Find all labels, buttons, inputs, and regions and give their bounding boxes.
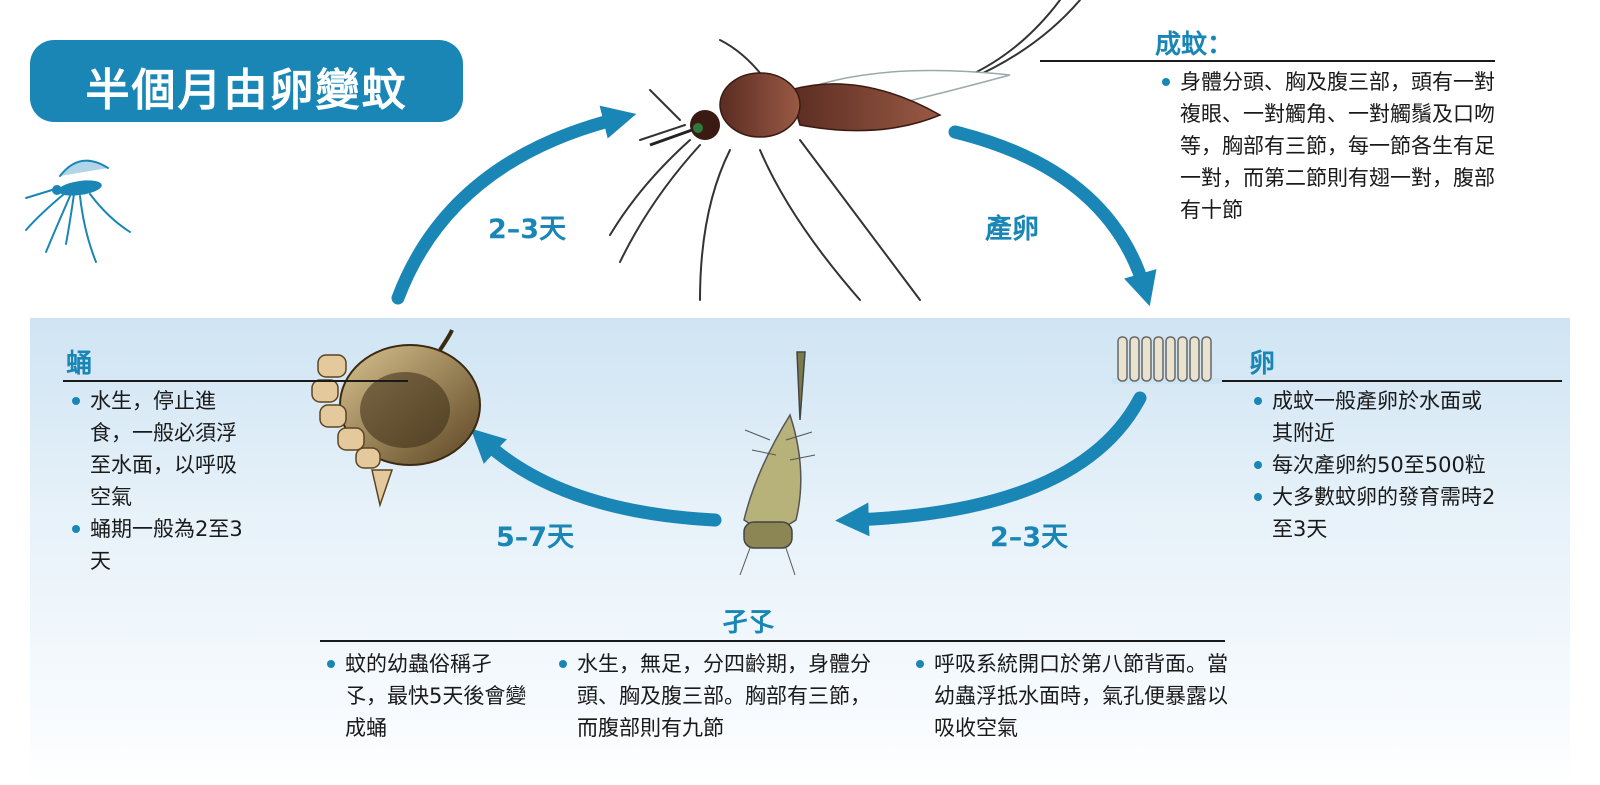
egg-stage-title: 卵 (1249, 349, 1276, 379)
list-item: 水生，停止進食，一般必須浮至水面，以呼吸空氣 (68, 385, 253, 513)
label-pupa-to-adult: 2–3天 (488, 214, 567, 245)
adult-title-rule (1040, 60, 1495, 62)
adult-notes: 身體分頭、胸及腹三部，頭有一對複眼、一對觸角、一對觸鬚及口吻等，胸部有三節，每一… (1158, 66, 1498, 226)
larva-notes-2: 水生，無足，分四齡期，身體分頭、胸及腹三部。胸部有三節，而腹部則有九節 (555, 648, 885, 744)
title-banner: 半個月由卵變蚊 (30, 40, 463, 122)
egg-title-rule (1222, 380, 1562, 382)
label-adult-to-egg: 產卵 (985, 214, 1039, 245)
larva-title-rule (320, 640, 1225, 642)
label-larva-to-pupa: 5–7天 (496, 522, 575, 553)
arrow-pupa-to-adult (391, 105, 637, 305)
arrow-larva-to-pupa (470, 428, 722, 527)
larva-notes-3: 呼吸系統開口於第八節背面。當幼蟲浮抵水面時，氣孔便暴露以吸收空氣 (912, 648, 1232, 744)
larva-notes-1: 蚊的幼蟲俗稱孑孓，最快5天後會變成蛹 (323, 648, 528, 744)
pupa-stage-title: 蛹 (66, 349, 93, 379)
page-title: 半個月由卵變蚊 (85, 65, 408, 116)
cycle-arrows (391, 105, 1157, 537)
adult-stage-title: 成蚊： (1155, 30, 1234, 60)
pupa-notes: 水生，停止進食，一般必須浮至水面，以呼吸空氣 蛹期一般為2至3天 (68, 385, 253, 577)
list-item: 大多數蚊卵的發育需時2至3天 (1250, 481, 1500, 545)
larva-stage-title: 孑孓 (722, 608, 775, 638)
list-item: 每次產卵約50至500粒 (1250, 449, 1500, 481)
list-item: 蛹期一般為2至3天 (68, 513, 253, 577)
list-item: 蚊的幼蟲俗稱孑孓，最快5天後會變成蛹 (323, 648, 528, 744)
list-item: 成蚊一般產卵於水面或其附近 (1250, 385, 1500, 449)
egg-notes: 成蚊一般產卵於水面或其附近 每次產卵約50至500粒 大多數蚊卵的發育需時2至3… (1250, 385, 1500, 545)
arrow-adult-to-egg (948, 125, 1157, 307)
larva-illustration (739, 351, 816, 576)
eggs-illustration (1112, 336, 1222, 384)
pupa-title-rule (63, 380, 408, 382)
list-item: 呼吸系統開口於第八節背面。當幼蟲浮抵水面時，氣孔便暴露以吸收空氣 (912, 648, 1232, 744)
mosquito-icon (25, 159, 131, 263)
label-egg-to-larva: 2–3天 (990, 522, 1069, 553)
arrow-egg-to-larva (835, 391, 1147, 537)
adult-mosquito-illustration (609, 0, 1081, 301)
pupa-illustration (311, 329, 481, 508)
list-item: 身體分頭、胸及腹三部，頭有一對複眼、一對觸角、一對觸鬚及口吻等，胸部有三節，每一… (1158, 66, 1498, 226)
list-item: 水生，無足，分四齡期，身體分頭、胸及腹三部。胸部有三節，而腹部則有九節 (555, 648, 885, 744)
